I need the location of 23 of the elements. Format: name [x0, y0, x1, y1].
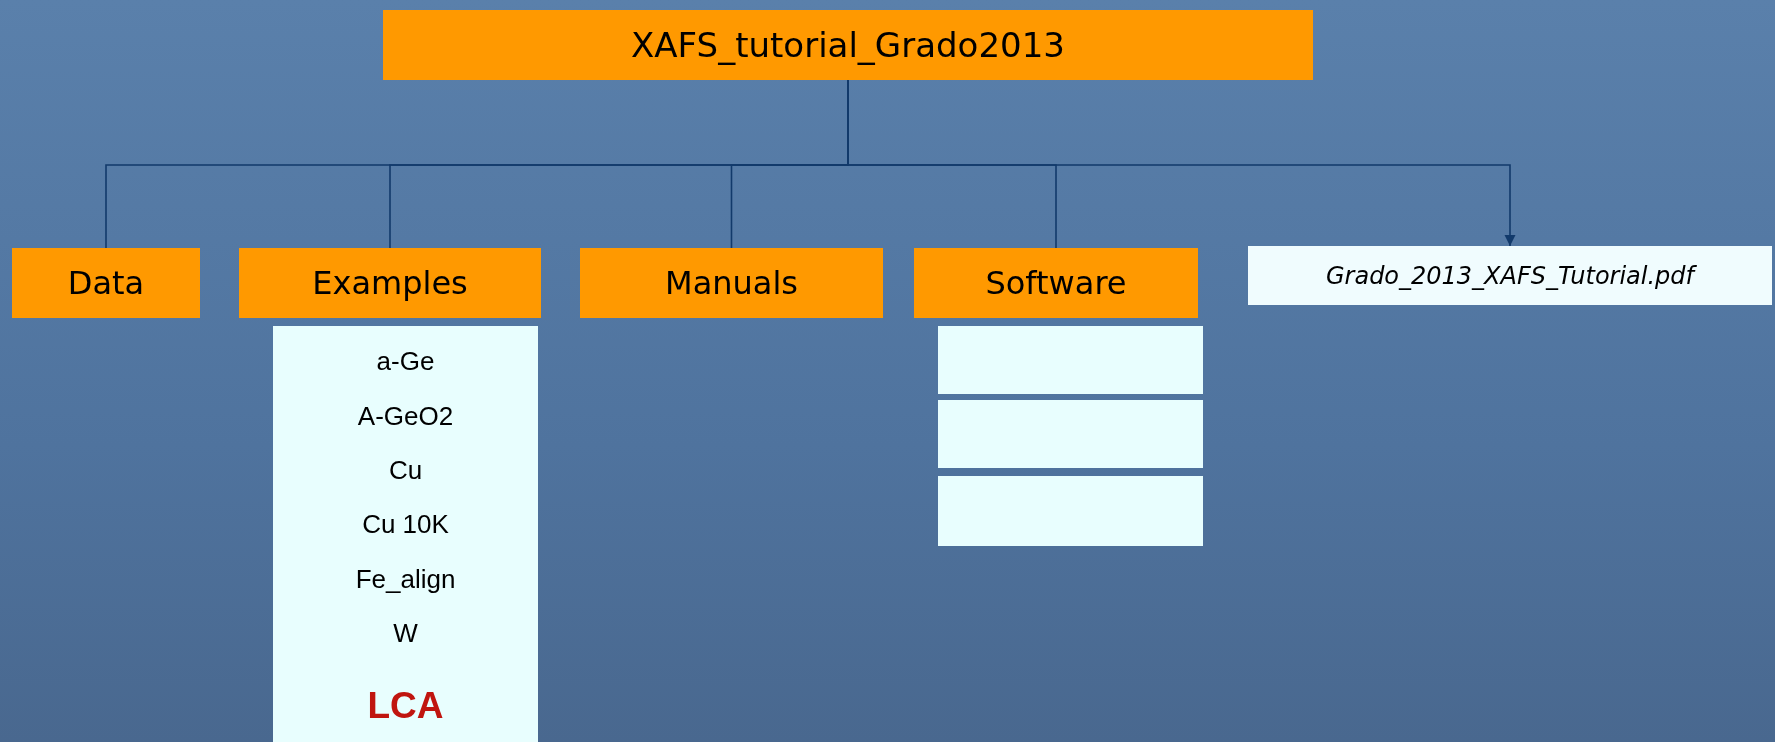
folder-box — [239, 248, 541, 318]
empty-box — [938, 326, 1203, 394]
box-label: Manuals — [665, 264, 798, 302]
list-item: Cu — [388, 457, 423, 484]
folder-box — [914, 248, 1198, 318]
empty-box — [938, 476, 1203, 546]
box-label: XAFS_tutorial_Grado2013 — [631, 25, 1065, 65]
list-item: LCA — [367, 686, 444, 724]
empty-box — [938, 400, 1203, 468]
box-label: Software — [985, 264, 1127, 302]
list-item: A-GeO2 — [357, 402, 454, 429]
list-panel — [273, 326, 538, 742]
folder-box — [580, 248, 883, 318]
box-label: Examples — [312, 264, 468, 302]
box-label: Data — [67, 264, 145, 302]
folder-box — [12, 248, 200, 318]
title-bar — [383, 10, 1313, 80]
list-item: Cu 10K — [362, 511, 449, 538]
list-item: a-Ge — [376, 348, 435, 375]
list-item: W — [393, 620, 418, 647]
box-label: Grado_2013_XAFS_Tutorial.pdf — [1325, 261, 1695, 290]
file-box — [1248, 246, 1772, 305]
list-item: Fe_align — [355, 565, 456, 592]
